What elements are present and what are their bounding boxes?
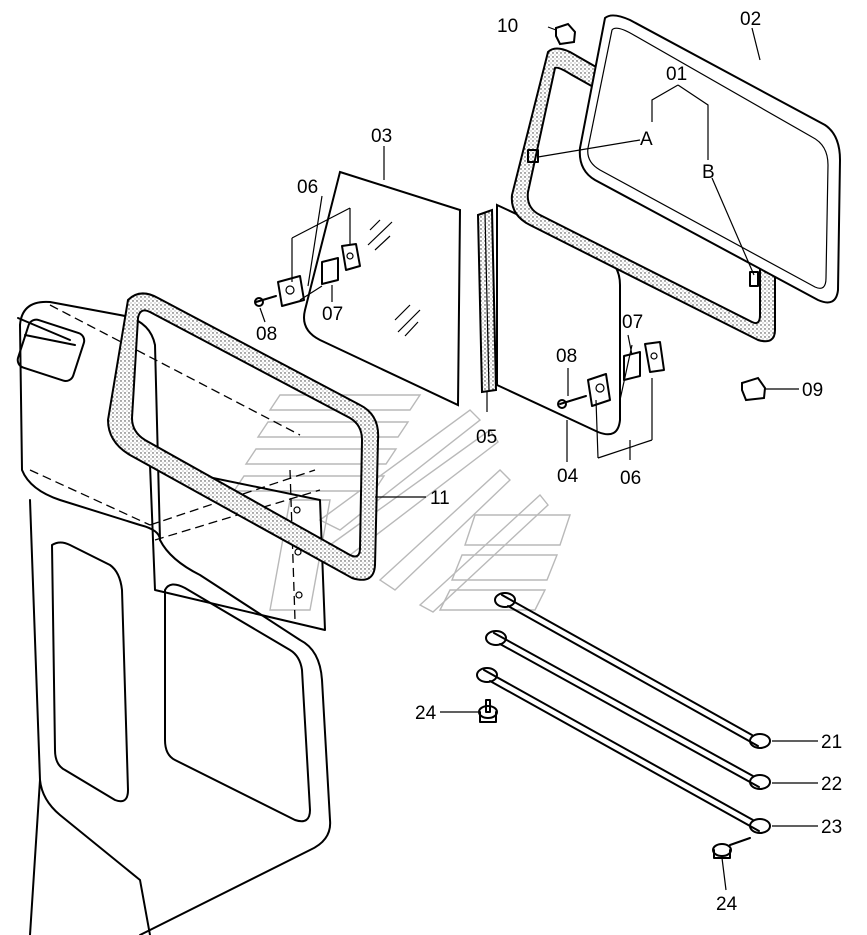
seal-02	[578, 14, 842, 304]
label-B: B	[702, 162, 715, 183]
label-24-left: 24	[415, 703, 437, 724]
label-A: A	[640, 129, 653, 150]
label-08-right: 08	[556, 346, 577, 367]
label-09: 09	[802, 380, 823, 401]
label-06-right: 06	[620, 468, 641, 489]
seal-05	[476, 208, 498, 394]
cab-body	[16, 300, 332, 935]
label-05: 05	[476, 427, 497, 448]
rod-21	[494, 592, 771, 749]
label-06-left: 06	[297, 177, 318, 198]
label-04: 04	[557, 466, 579, 487]
label-07-right: 07	[622, 312, 643, 333]
glass-03	[303, 170, 462, 407]
block-10	[555, 22, 577, 46]
block-09	[741, 376, 767, 402]
label-01: 01	[666, 64, 687, 85]
label-22: 22	[821, 774, 842, 795]
label-08-left: 08	[256, 324, 277, 345]
bolt-24-right	[712, 837, 751, 859]
label-11: 11	[430, 488, 450, 509]
label-07-left: 07	[322, 304, 343, 325]
rod-23	[476, 667, 771, 834]
label-03: 03	[371, 126, 392, 147]
label-24-right: 24	[716, 894, 738, 915]
weatherstrip-11	[106, 292, 380, 581]
watermark-logo	[232, 394, 571, 613]
label-21: 21	[821, 732, 842, 753]
hinge-right	[557, 341, 665, 459]
label-10: 10	[497, 16, 518, 37]
label-02: 02	[740, 9, 761, 30]
label-23: 23	[821, 817, 842, 838]
leader-lines	[259, 26, 818, 891]
bolt-24-left	[478, 699, 498, 723]
hinge-left	[254, 195, 361, 307]
rod-22	[485, 630, 771, 790]
